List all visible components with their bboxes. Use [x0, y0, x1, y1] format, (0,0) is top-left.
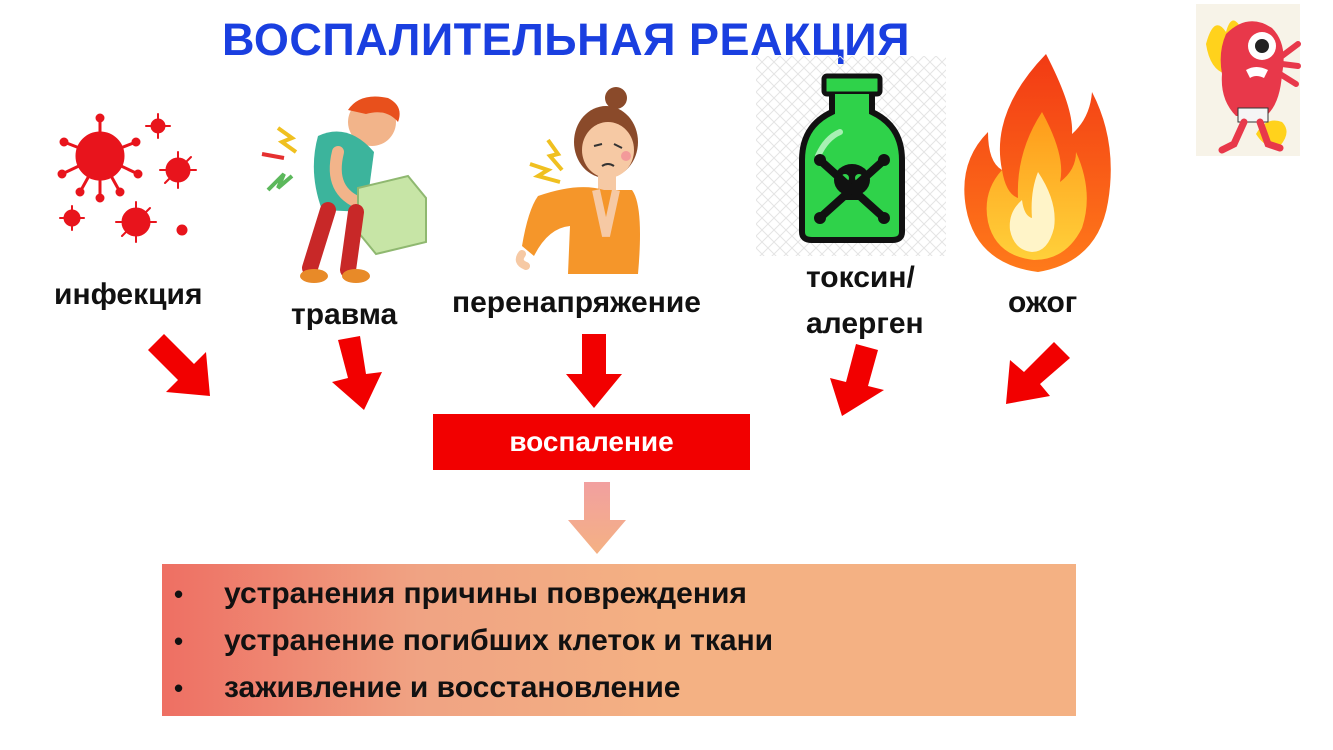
outcomes-list: • устранения причины повреждения • устра… [162, 564, 1076, 717]
cause-label-overstrain: перенапряжение [452, 286, 701, 319]
virus-icon [57, 113, 197, 243]
outcome-text: устранение погибших клеток и ткани [224, 624, 774, 657]
arrow-toxin [830, 344, 884, 416]
red-monster-icon [1196, 4, 1301, 156]
cause-label-allergen: алерген [806, 307, 924, 340]
outcome-item: • устранения причины повреждения [162, 576, 1076, 623]
outcomes-box: • устранения причины повреждения • устра… [162, 564, 1076, 716]
bullet: • [174, 579, 184, 609]
result-arrow [568, 482, 626, 554]
outcome-item: • устранение погибших клеток и ткани [162, 623, 1076, 670]
cause-label-infection: инфекция [54, 278, 203, 311]
bullet: • [174, 673, 184, 703]
cause-label-trauma: травма [291, 298, 398, 331]
arrow-infection [148, 334, 210, 396]
fire-icon [964, 54, 1111, 272]
arrow-trauma [332, 336, 382, 410]
shoulder-pain-woman-icon [515, 87, 640, 274]
outcome-item: • заживление и восстановление [162, 670, 1076, 717]
outcome-text: устранения причины повреждения [224, 577, 747, 610]
outcome-text: заживление и восстановление [224, 671, 681, 704]
arrow-burn [1006, 342, 1070, 404]
injured-person-icon [261, 96, 427, 283]
inflammation-box: воспаление [433, 414, 750, 470]
bullet: • [174, 626, 184, 656]
poison-bottle-icon [756, 56, 946, 256]
cause-label-burn: ожог [1008, 286, 1078, 319]
cause-label-toxin: токсин/ [806, 261, 915, 294]
arrow-overstrain [566, 334, 622, 408]
